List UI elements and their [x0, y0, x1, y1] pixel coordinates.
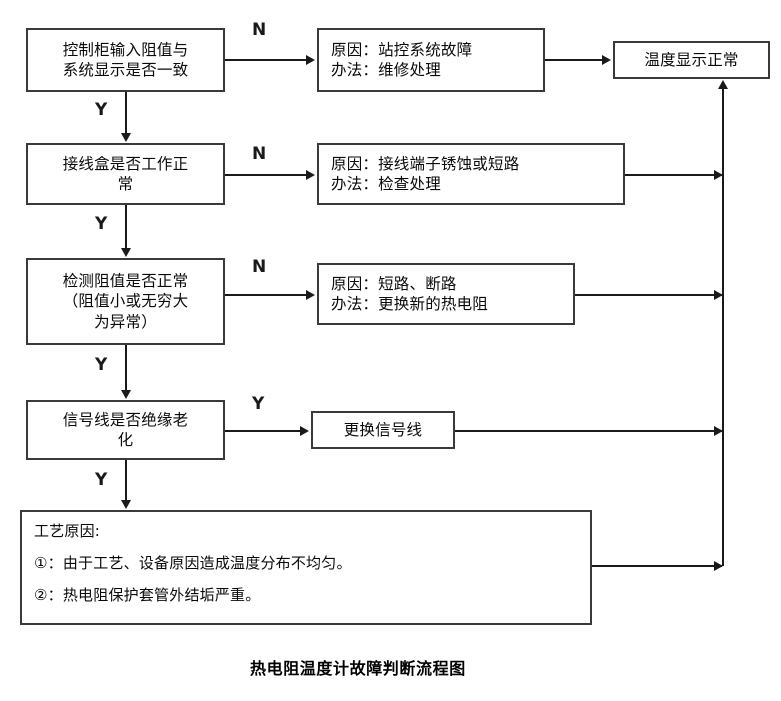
node-text-line: 原因：短路、断路 [331, 274, 457, 293]
node-text-line: 办法：检查处理 [331, 175, 441, 193]
cause-node-station-control-fault[interactable]: 原因：站控系统故障 办法：维修处理 [317, 28, 545, 92]
arrowhead-a1-to-result [602, 55, 611, 65]
node-text-line: 更换信号线 [343, 420, 423, 439]
branch-label-y1: Y [95, 100, 108, 120]
arrowhead-q2-to-q3 [121, 248, 131, 257]
arrowhead-note-to-bus [714, 561, 723, 571]
node-text-line: 检测阻值是否正常 [62, 271, 189, 290]
arrowhead-q2-to-a2 [306, 170, 315, 180]
node-text-line: 办法：更换新的热电阻 [331, 295, 489, 313]
cause-node-short-open-circuit[interactable]: 原因：短路、断路 办法：更换新的热电阻 [317, 263, 575, 325]
branch-label-n3: N [252, 257, 267, 277]
note-heading: 工艺原因: [34, 522, 101, 540]
node-text-line: 接线盒是否工作正 [62, 154, 189, 173]
arrowhead-a3-to-bus [714, 290, 723, 300]
node-text-line: 控制柜输入阻值与 [62, 40, 189, 59]
connector-q2-to-a2 [225, 174, 307, 176]
connector-q3-to-a3 [225, 294, 307, 296]
arrowhead-bus-to-result [718, 80, 728, 89]
node-text-line: 原因：接线端子锈蚀或短路 [331, 154, 520, 173]
node-text-line: （阻值小或无穷大 [62, 292, 189, 311]
connector-a3-to-bus [575, 294, 722, 296]
action-node-replace-signal-wire[interactable]: 更换信号线 [311, 411, 455, 449]
node-text-line: 温度显示正常 [644, 50, 739, 69]
node-text-line: 办法：维修处理 [331, 61, 441, 79]
decision-node-signal-wire-aging[interactable]: 信号线是否绝缘老 化 [26, 400, 225, 460]
arrowhead-a2-to-bus [714, 170, 723, 180]
arrowhead-q3-to-a3 [306, 290, 315, 300]
node-text-line: 为异常） [94, 312, 157, 331]
connector-q1-to-a1 [225, 59, 307, 61]
connector-bus-vertical [722, 88, 724, 566]
connector-a2-to-bus [625, 174, 722, 176]
decision-node-junction-box[interactable]: 接线盒是否工作正 常 [26, 143, 225, 205]
arrowhead-q1-to-a1 [306, 55, 315, 65]
connector-q3-to-q4 [125, 345, 127, 391]
arrowhead-q1-to-q2 [121, 133, 131, 142]
branch-label-y4: Y [252, 394, 265, 414]
branch-label-y3: Y [95, 355, 108, 375]
note-item: ①：由于工艺、设备原因造成温度分布不均匀。 [34, 553, 352, 572]
note-node-process-causes[interactable]: 工艺原因: ①：由于工艺、设备原因造成温度分布不均匀。 ②：热电阻保护套管外结垢… [20, 510, 592, 625]
arrowhead-a4-to-bus [714, 426, 723, 436]
node-text-line: 化 [117, 431, 134, 449]
node-text-line: 常 [117, 175, 134, 193]
branch-label-n2: N [252, 144, 267, 164]
connector-q4-to-a4 [225, 430, 301, 432]
connector-note-to-bus [592, 565, 722, 567]
branch-label-y2: Y [95, 214, 108, 234]
result-node-temperature-normal[interactable]: 温度显示正常 [613, 41, 770, 79]
note-item: ②：热电阻保护套管外结垢严重。 [34, 585, 261, 604]
arrowhead-q3-to-q4 [121, 390, 131, 399]
node-text-line: 系统显示是否一致 [62, 61, 189, 79]
connector-q4-to-note [125, 460, 127, 501]
branch-label-y5: Y [95, 470, 108, 490]
arrowhead-q4-to-a4 [300, 426, 309, 436]
connector-a1-to-result [545, 59, 603, 61]
connector-q1-to-q2 [125, 92, 127, 134]
connector-q2-to-q3 [125, 205, 127, 249]
decision-node-control-cabinet[interactable]: 控制柜输入阻值与 系统显示是否一致 [26, 28, 225, 92]
node-text-line: 信号线是否绝缘老 [62, 410, 189, 429]
cause-node-terminal-corrosion[interactable]: 原因：接线端子锈蚀或短路 办法：检查处理 [317, 143, 625, 205]
diagram-caption: 热电阻温度计故障判断流程图 [250, 659, 466, 678]
arrowhead-q4-to-note [121, 500, 131, 509]
node-text-line: 原因：站控系统故障 [331, 40, 473, 59]
branch-label-n1: N [252, 20, 267, 40]
decision-node-resistance-check[interactable]: 检测阻值是否正常 （阻值小或无穷大 为异常） [26, 258, 225, 345]
connector-a4-to-bus [455, 430, 722, 432]
